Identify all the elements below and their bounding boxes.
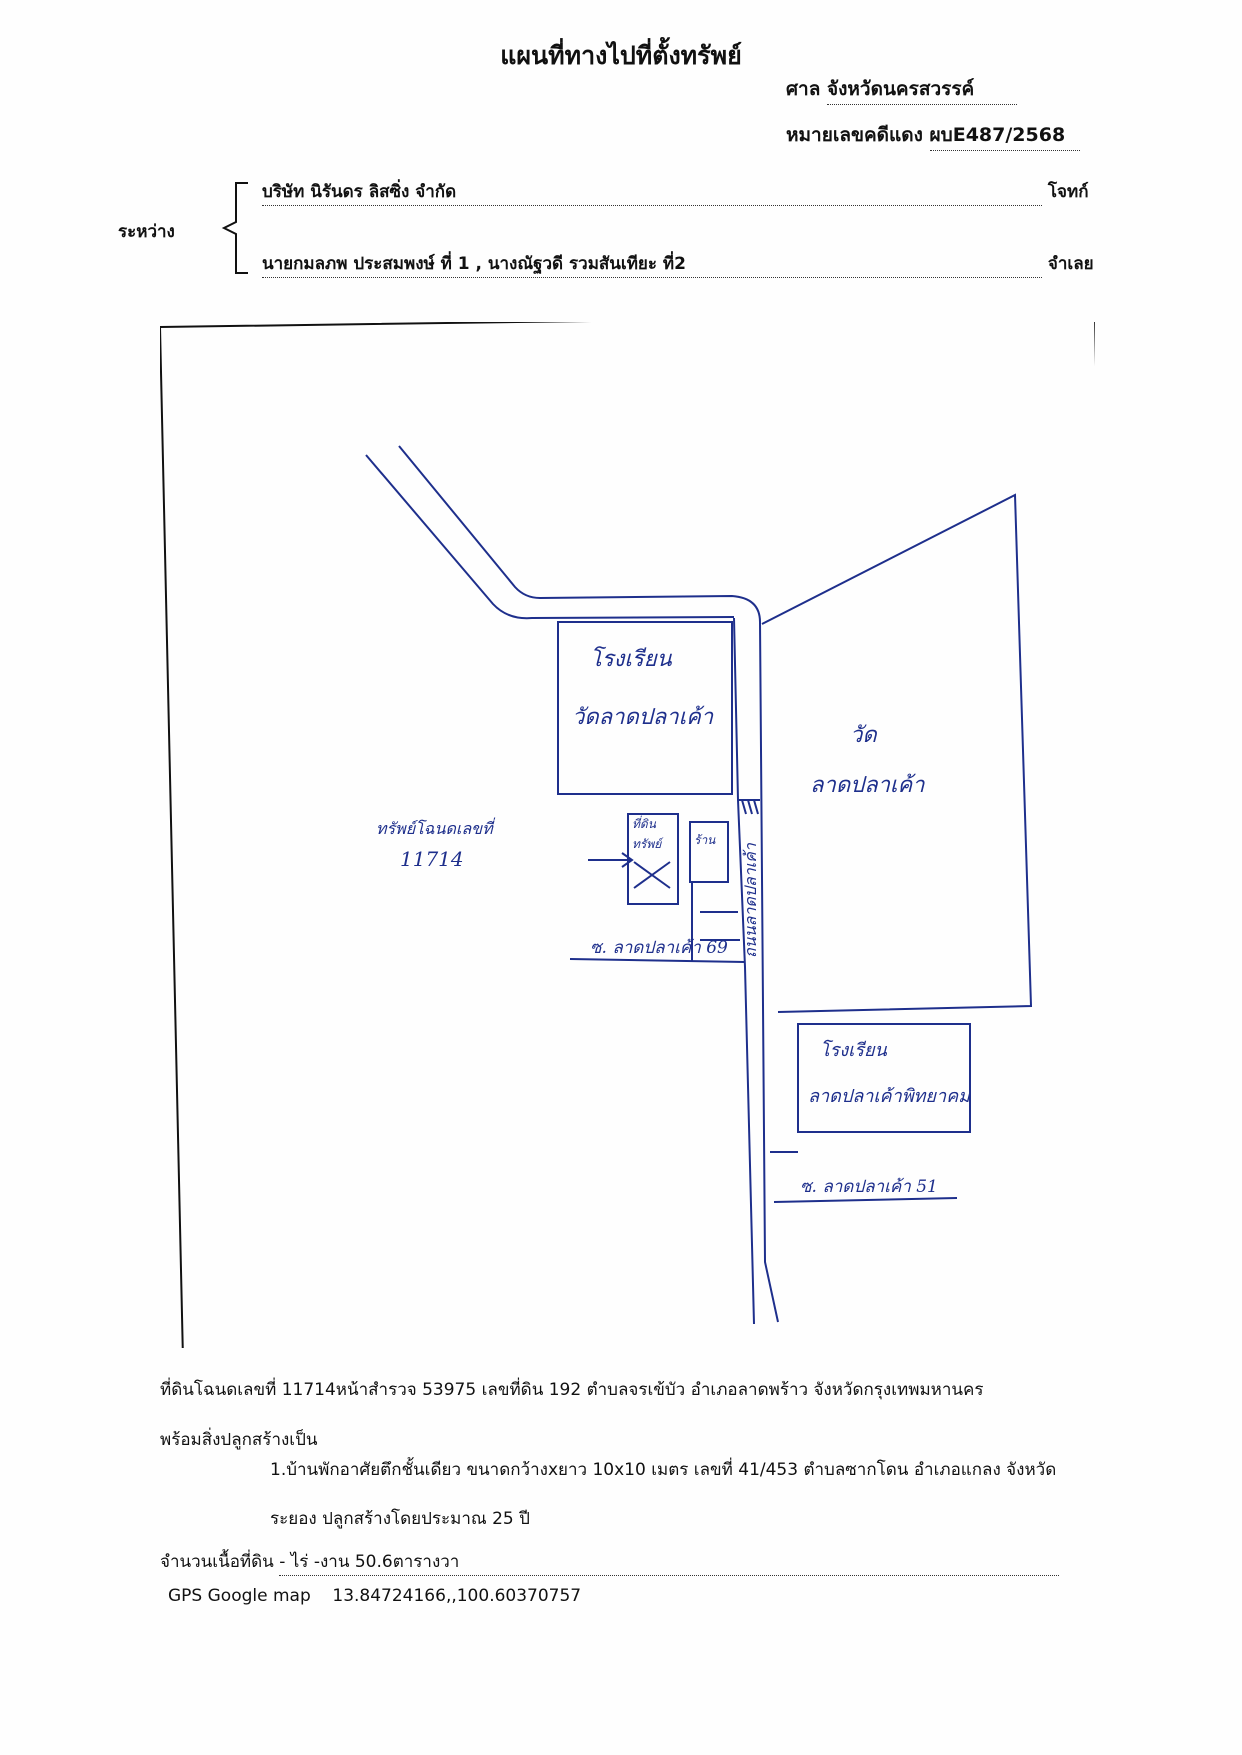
case-value: ผบE487/2568 [929,120,1080,151]
shop-label: ร้าน [694,833,716,847]
map-border [160,322,1095,1348]
road-vertical-right [733,617,779,1323]
property-box-label-1: ที่ดิน [632,815,657,831]
road-hatch [738,799,760,815]
court-line: ศาล จังหวัดนครสวรรค์ [786,74,1017,105]
shop-lines [691,882,740,962]
property-box-label-2: ทรัพย์ [632,837,664,851]
desc-line-1: ที่ดินโฉนดเลขที่ 11714หน้าสำรวจ 53975 เล… [160,1380,984,1400]
alley-51-label: ซ. ลาดปลาเค้า 51 [800,1177,938,1197]
court-value: จังหวัดนครสวรรค์ [827,74,1017,105]
case-line: หมายเลขคดีแดง ผบE487/2568 [786,120,1080,151]
school-top-box [557,621,733,795]
party-brace [221,182,248,274]
gps-line: GPS Google map 13.84724166,,100.60370757 [168,1586,581,1606]
alley-69-label: ซ. ลาดปลาเค้า 69 [590,938,728,958]
plaintiff-name: บริษัท นิรันดร ลิสซิ่ง จำกัด [262,178,1042,206]
gps-value: 13.84724166,,100.60370757 [332,1586,582,1606]
road-upper-right [398,445,761,623]
case-label: หมายเลขคดีแดง [786,124,923,146]
school-bottom-box [797,1023,971,1133]
court-label: ศาล [786,78,821,100]
between-label: ระหว่าง [118,222,175,242]
location-map: โรงเรียน วัดลาดปลาเค้า วัด ลาดปลาเค้า ทร… [160,322,1095,1348]
area-line: จำนวนเนื้อที่ดิน - ไร่ -งาน 50.6ตารางวา [160,1548,1060,1576]
alley-51-line [770,1151,958,1203]
plaintiff-line: บริษัท นิรันดร ลิสซิ่ง จำกัด โจทก์ [262,178,1089,206]
defendant-role: จำเลย [1047,254,1094,274]
property-cross [633,861,671,889]
school-bottom-label-2: ลาดปลาเค้าพิทยาคม [808,1086,971,1107]
defendant-line: นายกมลภพ ประสมพงษ์ ที่ 1 , นางณัฐวดี รวม… [262,250,1094,278]
property-note-1: ทรัพย์โฉนดเลขที่ [376,817,496,838]
temple-label-1: วัด [850,723,878,748]
property-arrow [588,852,634,868]
plaintiff-role: โจทก์ [1047,182,1089,202]
school-top-label-2: วัดลาดปลาเค้า [572,705,714,730]
road-vertical-left [737,799,755,1325]
school-bottom-label-1: โรงเรียน [820,1039,887,1061]
temple-box [761,493,1033,1013]
desc-line-4: ระยอง ปลูกสร้างโดยประมาณ 25 ปี [270,1509,530,1529]
shop-box [689,821,729,883]
desc-line-2: พร้อมสิ่งปลูกสร้างเป็น [160,1430,318,1450]
area-label: จำนวนเนื้อที่ดิน [160,1552,274,1572]
desc-line-3: 1.บ้านพักอาศัยตึกชั้นเดียว ขนาดกว้างxยาว… [270,1460,1057,1480]
school-top-label-1: โรงเรียน [590,646,673,672]
page-title: แผนที่ทางไปที่ตั้งทรัพย์ [500,41,742,70]
defendant-name: นายกมลภพ ประสมพงษ์ ที่ 1 , นางณัฐวดี รวม… [262,250,1042,278]
property-note-2: 11714 [400,847,464,871]
road-vertical-label: ถนนลาดปลาเค้า [741,842,760,958]
temple-label-2: ลาดปลาเค้า [810,773,925,798]
gps-label: GPS Google map [168,1586,311,1606]
alley-69-line [569,958,746,963]
road-upper-left [365,454,735,620]
area-value: - ไร่ -งาน 50.6ตารางวา [279,1548,1060,1576]
